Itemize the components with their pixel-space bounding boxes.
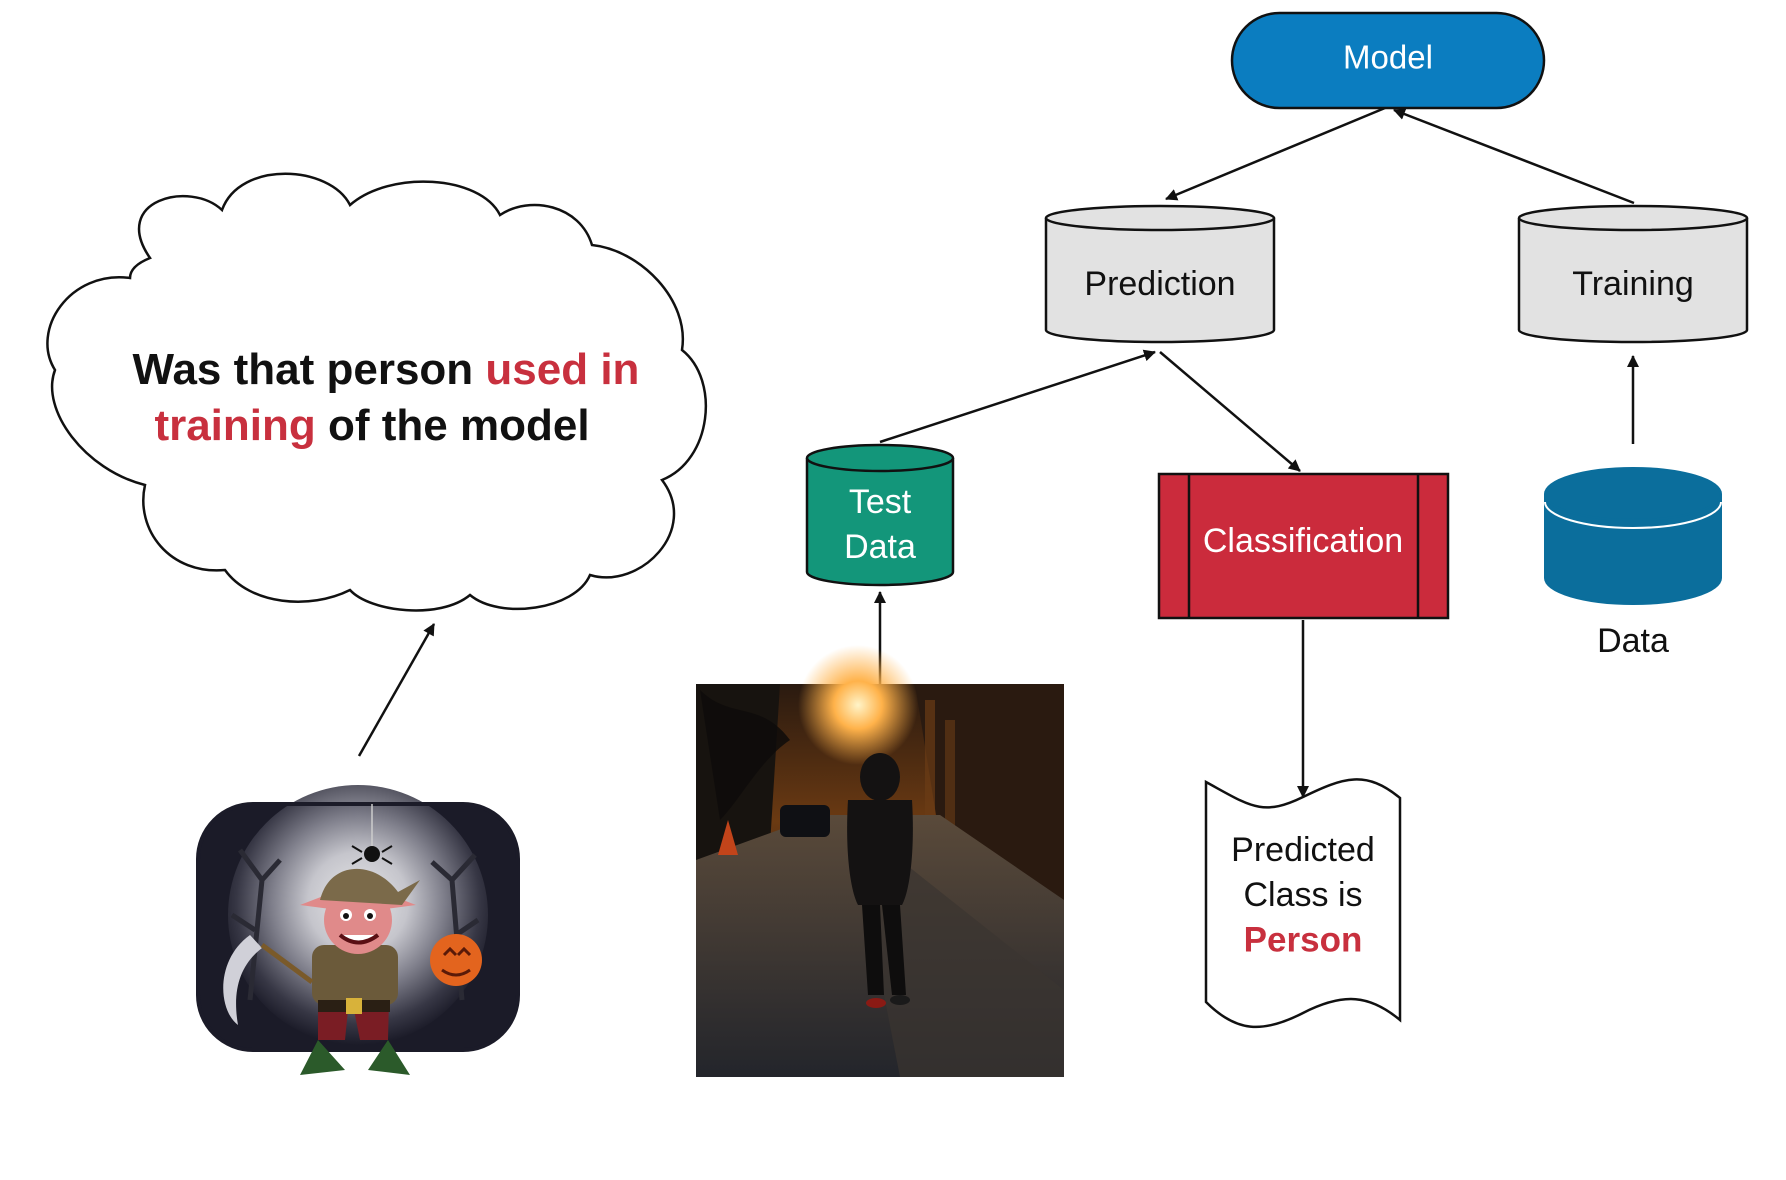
arrow-model-to-prediction [1165,106,1386,201]
cloud-line2-suffix: of the model [316,401,590,450]
prediction-label: Prediction [1084,265,1235,303]
data-cylinder: Data [1544,467,1722,660]
thought-cloud: Was that person used in training of the … [46,172,708,612]
classification-box: Classification [1157,472,1450,620]
test-data-cylinder: Test Data [805,443,955,587]
arrow-prediction-to-classification [1159,351,1301,472]
predicted-class-document: Predicted Class is Person [1204,778,1402,1029]
arrow-training-to-model [1393,108,1635,205]
training-label: Training [1572,265,1694,303]
test-data-label-line1: Test [849,483,912,521]
output-line2: Class is [1243,876,1362,914]
cloud-line1-prefix: Was that person [133,345,486,394]
attacker-illustration [196,785,520,1075]
model-node: Model [1230,11,1546,110]
prediction-cylinder: Prediction [1044,204,1276,344]
cloud-line2-highlight: training [154,401,315,450]
data-label: Data [1597,622,1669,660]
street-photo [696,645,1064,1077]
cloud-question-line2: training of the model [154,401,589,450]
cloud-question-line1: Was that person used in [133,345,640,394]
model-label: Model [1343,39,1433,76]
training-cylinder: Training [1517,204,1749,344]
output-line3: Person [1244,920,1363,959]
classification-label: Classification [1203,522,1403,560]
test-data-label-line2: Data [844,528,916,566]
cloud-line1-highlight: used in [485,345,639,394]
arrow-attacker-to-cloud [357,623,436,757]
arrow-testdata-to-prediction [879,349,1156,444]
output-line1: Predicted [1231,831,1375,869]
